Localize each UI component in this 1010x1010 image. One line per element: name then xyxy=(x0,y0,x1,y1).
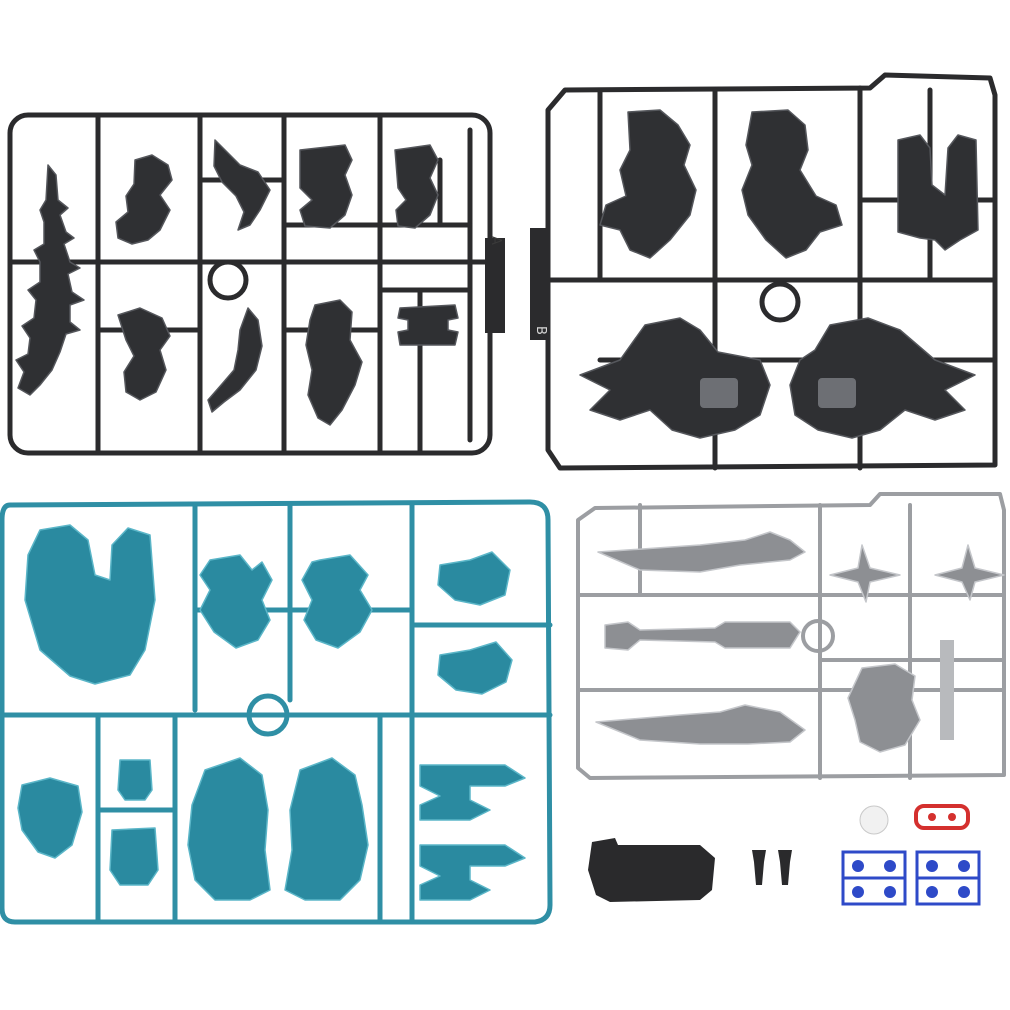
pin-pair xyxy=(752,850,792,885)
small-clip-part xyxy=(397,304,459,346)
wing-torso-left-part xyxy=(579,317,771,439)
clear-round-part xyxy=(859,805,889,835)
hip-core-part xyxy=(305,299,363,426)
wing-torso-right-part xyxy=(789,317,976,439)
sprue-a-ring xyxy=(207,259,249,301)
sprue-b: B xyxy=(530,72,998,471)
bracket-left-part xyxy=(299,144,353,229)
sprue-d-tab xyxy=(940,640,954,740)
chest-armor-part xyxy=(24,524,156,685)
sprue-a-tab xyxy=(485,238,505,333)
sprue-d-frame xyxy=(576,492,1006,780)
backpack-block-part xyxy=(588,838,715,902)
sprue-a: A xyxy=(7,112,505,456)
talon-upper-part xyxy=(213,139,271,231)
sprue-d xyxy=(576,492,1006,780)
sprue-c xyxy=(0,499,553,925)
fin-lower-part xyxy=(437,641,513,695)
shoulder-guard-right-part xyxy=(301,554,373,649)
blade-upper-part xyxy=(419,764,526,821)
claw-arm-lower-part xyxy=(117,307,171,401)
pin-left-part xyxy=(752,850,766,885)
claw-arm-upper-part xyxy=(115,154,173,245)
long-blade-lower-part xyxy=(595,704,806,745)
bracket-right-part xyxy=(394,144,439,229)
joint-cap-lower-part xyxy=(109,827,159,886)
joint-cap-upper-part xyxy=(117,759,153,801)
pin-right-part xyxy=(778,850,792,885)
loose-parts xyxy=(588,804,981,906)
sprue-d-ring xyxy=(801,619,835,653)
leg-armor-right-part xyxy=(741,109,843,259)
sprue-c-frame xyxy=(0,499,553,925)
blue-joint-runner-right xyxy=(915,850,981,906)
fin-upper-part xyxy=(437,551,511,606)
blade-lower-part xyxy=(419,844,526,901)
star-fin-left-part xyxy=(829,544,901,603)
sprue-b-ring xyxy=(759,281,801,323)
star-fin-right-part xyxy=(934,544,1005,601)
rifle-barrel-part xyxy=(604,621,801,651)
sprue-b-tag: B xyxy=(533,326,548,335)
wing-torso-right-window xyxy=(818,378,856,408)
wing-torso-left-window xyxy=(700,378,738,408)
hip-block-part xyxy=(847,663,921,753)
red-joint-runner xyxy=(914,804,970,830)
leg-armor-left-part xyxy=(599,109,697,259)
spiked-tail-part xyxy=(15,164,85,396)
sprue-b-tab xyxy=(530,228,550,340)
sprue-a-tag: A xyxy=(488,236,503,245)
sprue-c-ring xyxy=(246,693,290,737)
twin-thruster-part xyxy=(897,134,979,251)
long-blade-upper-part xyxy=(597,531,806,573)
talon-lower-part xyxy=(207,307,263,413)
wing-left-part xyxy=(187,757,271,901)
blue-joint-runner-left xyxy=(841,850,907,906)
collar-ring-part xyxy=(17,777,83,859)
wing-right-part xyxy=(284,757,369,901)
shoulder-guard-left-part xyxy=(199,554,273,649)
